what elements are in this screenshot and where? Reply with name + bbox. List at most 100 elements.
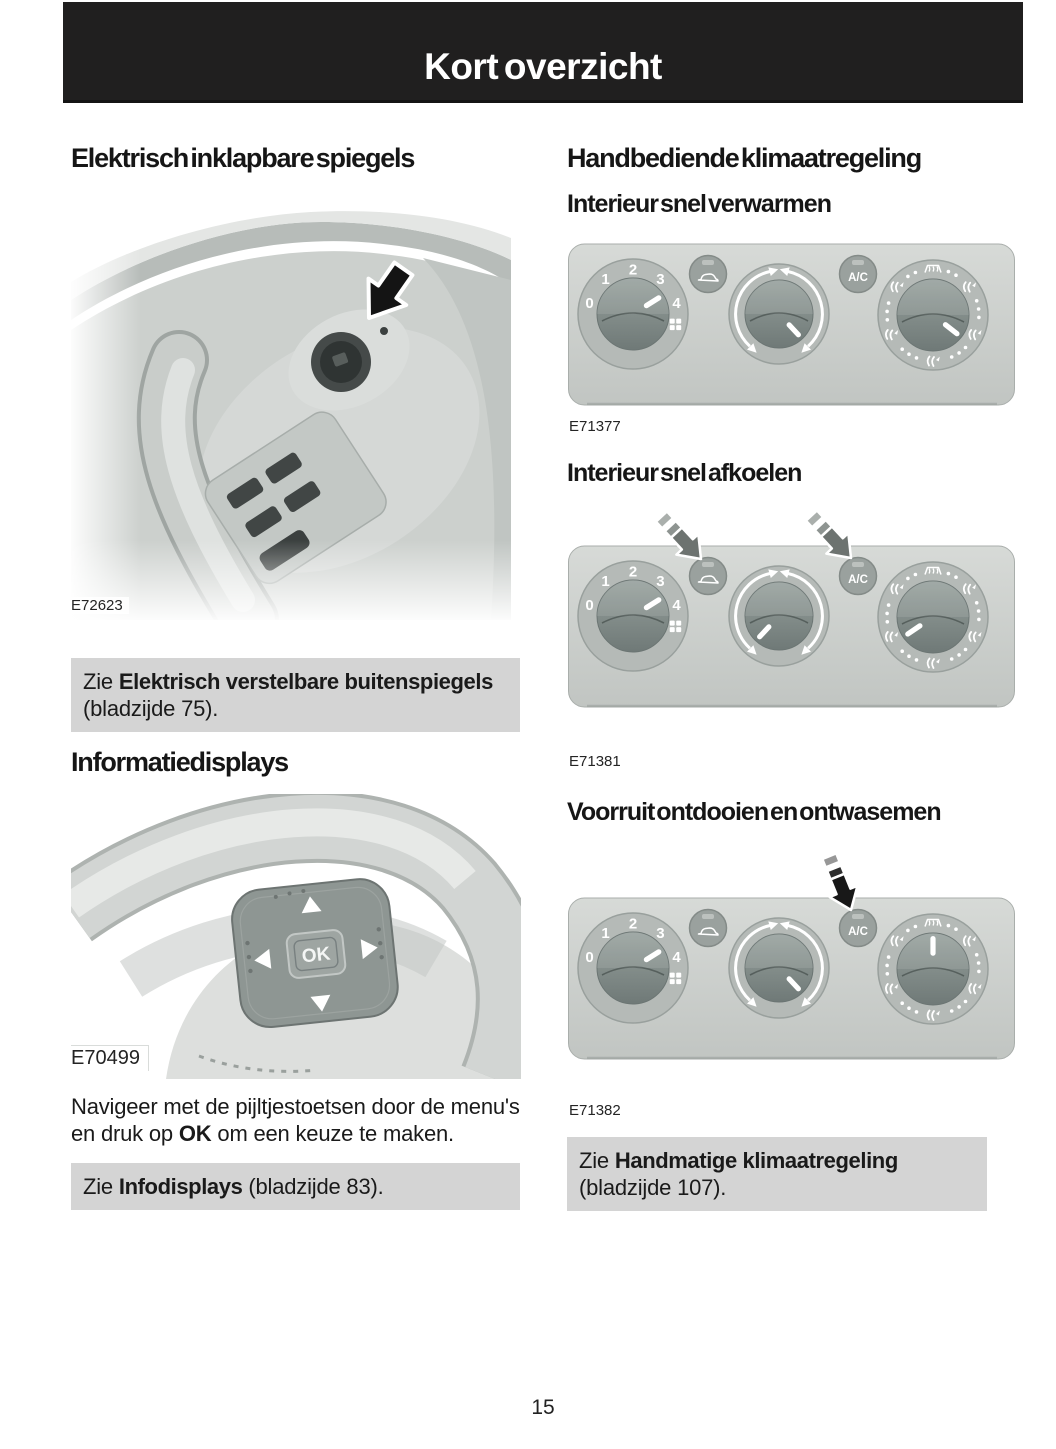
page-content: Elektrisch inklapbare spiegels (71, 142, 1016, 1211)
air-distribution-knob (877, 913, 989, 1025)
ref-prefix: Zie (579, 1148, 615, 1173)
vent-airflow-icon (926, 355, 940, 367)
scale-dot (914, 356, 919, 360)
windshield-defrost-icon (924, 264, 942, 273)
knob-pointer (786, 976, 801, 992)
scale-dot (946, 571, 951, 576)
scale-dot (954, 927, 958, 931)
temperature-knob (728, 565, 830, 667)
fan-max-grid-icon (669, 318, 682, 331)
fan-speed-label: 3 (656, 925, 664, 942)
scale-dot (913, 572, 918, 577)
scale-dot (885, 318, 890, 322)
figure-code-caption: E72623 (71, 597, 129, 614)
scale-dot (900, 347, 904, 351)
scale-dot (957, 1005, 961, 1009)
ac-button-label: A/C (848, 574, 868, 586)
recirculation-car-icon (697, 927, 719, 936)
right-arrow-icon (360, 939, 378, 960)
stitching (198, 1054, 318, 1073)
vent-airflow-icon (885, 982, 899, 995)
fan-speed-label: 4 (672, 949, 681, 966)
ac-button-label: A/C (848, 926, 868, 938)
cross-reference-box-climate: Zie Handmatige klimaatregeling (bladzijd… (567, 1137, 987, 1211)
cross-reference-box-mirrors: Zie Elektrisch verstelbare buitenspiegel… (71, 658, 520, 732)
scale-dot (900, 1001, 904, 1005)
scale-dot (957, 653, 961, 657)
fan-speed-label: 2 (629, 262, 637, 279)
scale-dot (954, 273, 958, 277)
scale-dot (885, 972, 890, 976)
scale-dot (976, 609, 981, 613)
scale-dot (885, 620, 890, 624)
vent-airflow-icon (890, 281, 904, 293)
cross-reference-box-displays: Zie Infodisplays (bladzijde 83). (71, 1163, 520, 1210)
recirculation-button (688, 254, 728, 294)
button-indicator (852, 260, 864, 265)
down-arrow-icon (310, 994, 331, 1012)
pad-dot (287, 891, 292, 896)
page-number: 15 (531, 1396, 555, 1419)
fan-speed-label: 0 (585, 949, 593, 966)
pad-dot (378, 941, 383, 946)
left-column: Elektrisch inklapbare spiegels (71, 142, 521, 1210)
pad-dot (273, 894, 278, 899)
pad-dot (248, 968, 253, 974)
figure-code-caption: E70499 (71, 1045, 149, 1071)
door-top-molding (71, 222, 511, 320)
mirror-knob-detail (332, 352, 349, 367)
ac-button: A/C (838, 908, 878, 948)
fan-max-grid-icon (669, 620, 682, 633)
recirculation-car-icon (697, 273, 719, 282)
wheel-rim-highlight (71, 808, 476, 918)
scale-dot (977, 617, 981, 622)
scale-dot (906, 576, 910, 581)
scale-dot (963, 999, 968, 1004)
knob-pointer (643, 949, 662, 963)
recirculation-car-icon (697, 575, 719, 584)
scale-dot (963, 345, 968, 350)
pad-dot (376, 927, 381, 932)
fan-speed-label: 0 (585, 597, 593, 614)
menu-control-pad: OK (231, 878, 399, 1029)
ac-button: A/C (838, 556, 878, 596)
fan-speed-label: 2 (629, 564, 637, 581)
subheading-defrost: Voorruit ontdooien en ontwasemen (567, 798, 942, 826)
ref-target: Infodisplays (118, 1174, 243, 1199)
scale-dot (949, 355, 954, 359)
scale-dot (885, 309, 889, 314)
temperature-knob (728, 263, 830, 365)
pad-dot (379, 954, 384, 960)
ref-rest: (bladzijde 75). (83, 696, 219, 721)
fan-speed-label: 0 (585, 295, 593, 312)
vent-airflow-icon (890, 583, 904, 595)
vent-airflow-icon (890, 935, 904, 947)
knob-pointer (905, 623, 923, 637)
vent-airflow-icon (926, 1009, 940, 1021)
scale-dot (907, 1006, 911, 1010)
section-heading-climate: Handbediende klimaatregeling (567, 143, 922, 173)
scale-dot (886, 301, 891, 305)
pointer-arrow-icon (820, 851, 859, 912)
window-switch (283, 481, 321, 513)
temperature-scale-arc (734, 921, 824, 1007)
fan-max-grid-icon (669, 972, 682, 985)
knob-pointer (930, 936, 936, 956)
ref-rest: (bladzijde 83). (242, 1174, 384, 1199)
subheading-cooling: Interieur snel afkoelen (567, 459, 802, 487)
ref-prefix: Zie (83, 669, 119, 694)
section-heading-displays: Informatiedisplays (71, 747, 289, 777)
figure-code-caption: E71381 (569, 753, 621, 770)
scale-dot (913, 924, 918, 929)
fan-speed-label: 4 (672, 295, 681, 312)
scale-dot (885, 611, 889, 616)
pointer-arrow-icon (366, 260, 415, 320)
fan-speed-knob (577, 258, 689, 370)
vent-airflow-icon (885, 329, 899, 341)
scale-dot (885, 963, 889, 968)
air-distribution-knob (877, 259, 989, 371)
scale-dot (907, 654, 911, 658)
displays-instruction-text: Navigeer met de pijltjestoetsen door de … (71, 1094, 520, 1146)
